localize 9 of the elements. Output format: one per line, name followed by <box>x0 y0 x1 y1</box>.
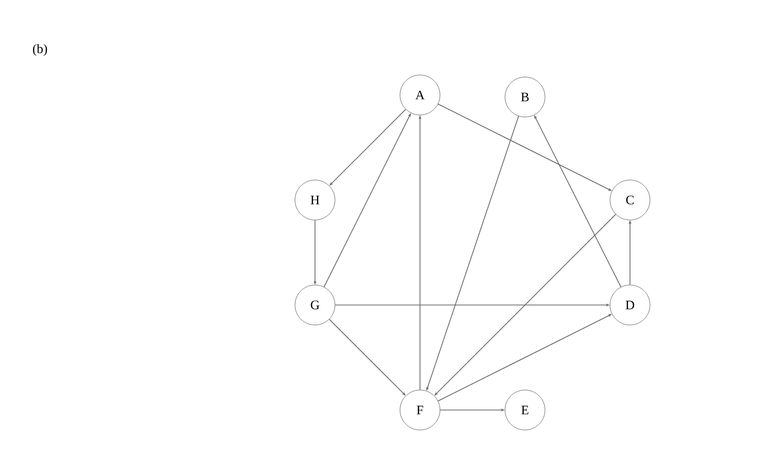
graph-node: G <box>294 284 336 326</box>
graph-node: F <box>400 390 440 430</box>
graph-node: D <box>610 284 650 326</box>
panel-label: (b) <box>33 44 48 56</box>
graph-node: E <box>504 390 546 430</box>
graph-node: C <box>610 180 650 220</box>
graph-node: H <box>294 180 336 220</box>
graph-node: B <box>504 76 546 118</box>
graph-node: A <box>400 74 440 116</box>
